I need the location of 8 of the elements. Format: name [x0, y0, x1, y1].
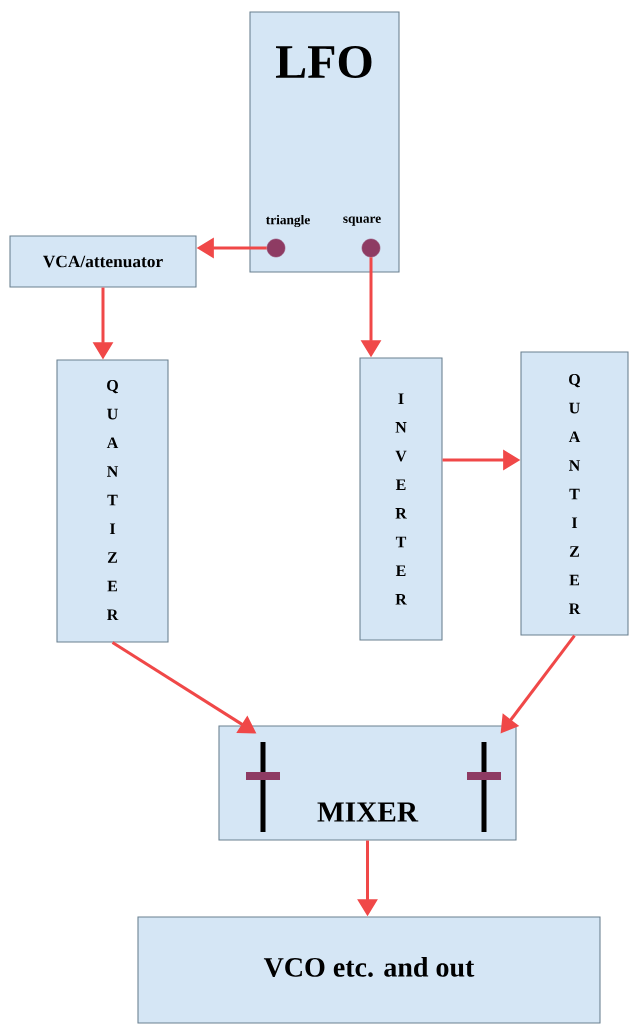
module-box: Q U A N T I Z E R — [520, 351, 629, 636]
output-box: VCO etc. and out — [137, 916, 601, 1024]
mixer-box: MIXER — [218, 725, 517, 841]
module-box: VCA/attenuator — [9, 235, 197, 288]
jack-label: square — [343, 216, 381, 226]
module-box: I N V E R T E R — [359, 357, 443, 641]
module-box: Q U A N T I Z E R — [56, 359, 169, 643]
jack-label: triangle — [266, 214, 310, 228]
